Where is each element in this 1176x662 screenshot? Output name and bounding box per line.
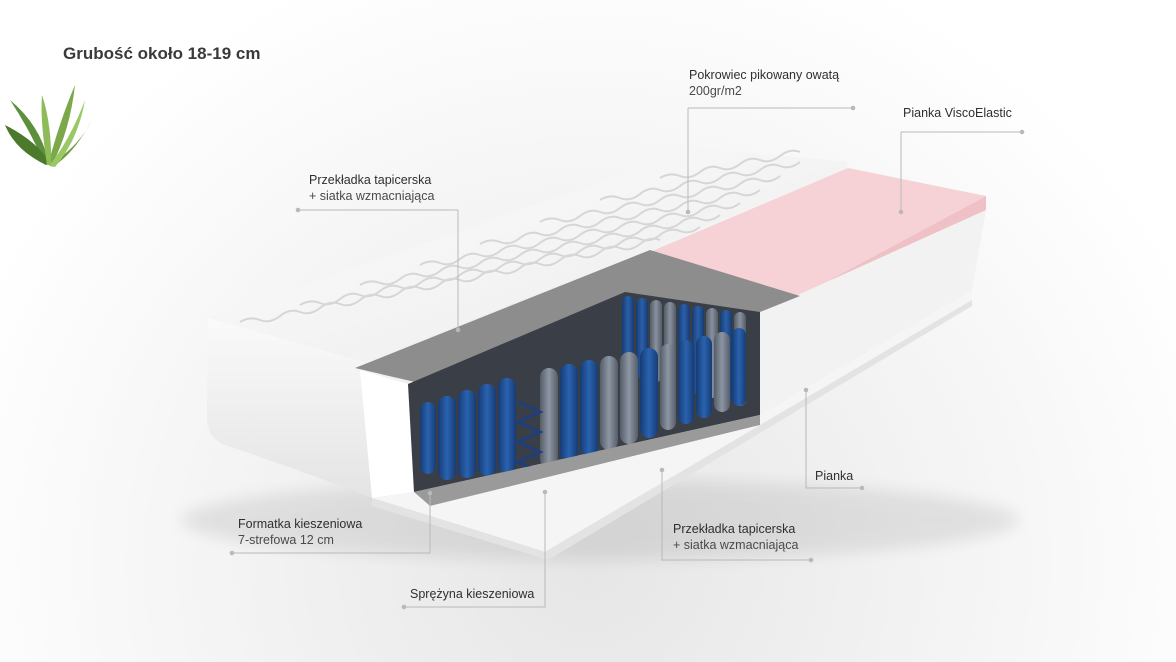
label-foam: Pianka: [815, 468, 853, 484]
label-spacer-top-line1: Przekładka tapicerska: [309, 173, 432, 187]
foam-side-block: [760, 210, 986, 415]
label-cover: Pokrowiec pikowany owatą 200gr/m2: [689, 67, 839, 99]
quilting-pattern: [239, 149, 801, 323]
label-spacer-top-line2: + siatka wzmacniająca: [309, 189, 435, 203]
label-cover-line2: 200gr/m2: [689, 84, 742, 98]
label-foam-line1: Pianka: [815, 469, 854, 483]
aloe-vera-icon: [5, 85, 92, 167]
label-spacer-bottom-line2: + siatka wzmacniająca: [673, 538, 799, 552]
foam-base: [372, 290, 972, 552]
visco-layer-top: [650, 168, 986, 296]
label-pocket-frame-line1: Formatka kieszeniowa: [238, 517, 363, 531]
pocket-springs: [420, 296, 746, 480]
label-spacer-top: Przekładka tapicerska + siatka wzmacniaj…: [309, 172, 434, 204]
label-pocket-frame: Formatka kieszeniowa 7-strefowa 12 cm: [238, 516, 362, 548]
label-pocket-frame-line2: 7-strefowa 12 cm: [238, 533, 334, 547]
label-visco-line1: Pianka ViscoElastic: [903, 106, 1012, 120]
cut-inner-frame: [360, 370, 414, 498]
label-spring-line1: Sprężyna kieszeniowa: [410, 587, 535, 601]
label-cover-line1: Pokrowiec pikowany owatą: [689, 68, 840, 82]
label-spring: Sprężyna kieszeniowa: [410, 586, 534, 602]
leader-lines: [229, 105, 1025, 610]
felt-layer-bottom: [414, 415, 760, 506]
label-visco: Pianka ViscoElastic: [903, 105, 1012, 121]
exposed-coil-spring-icon: [514, 400, 544, 474]
label-spacer-bottom-line1: Przekładka tapicerska: [673, 522, 796, 536]
mattress-front-end: [206, 318, 372, 498]
label-spacer-bottom: Przekładka tapicerska + siatka wzmacniaj…: [673, 521, 798, 553]
page-title: Grubość około 18-19 cm: [63, 44, 261, 63]
